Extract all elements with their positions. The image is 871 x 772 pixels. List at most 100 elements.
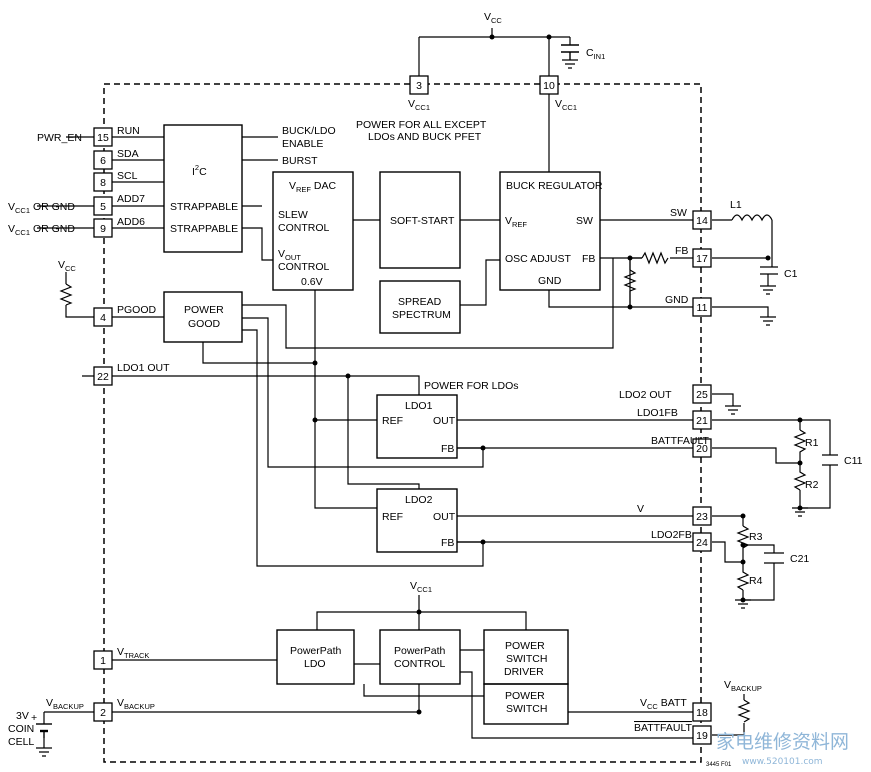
pin-19-number: 19 (696, 730, 708, 742)
buck-gnd: GND (538, 275, 562, 287)
pin-22-number: 22 (97, 371, 109, 383)
buck-title: BUCK REGULATOR (506, 180, 603, 192)
i2c-block (163, 124, 243, 253)
pwr-en-label: PWR_EN (37, 132, 82, 144)
vcc-batt-label: VCC BATT (640, 697, 687, 711)
buck-fb: FB (582, 253, 595, 265)
pin-6-number: 6 (100, 155, 106, 167)
pin-6-box (93, 150, 113, 170)
vout-control-label: CONTROL (278, 261, 329, 273)
vtrack-label: VTRACK (117, 646, 149, 660)
c1-label: C1 (784, 268, 798, 280)
run-label: RUN (117, 125, 140, 137)
psd-2: SWITCH (506, 653, 547, 665)
inductor-l1 (731, 214, 773, 222)
pin-20-number: 20 (696, 443, 708, 455)
pin-11-number: 11 (697, 302, 708, 314)
power-good-block (163, 291, 243, 343)
ps-2: SWITCH (506, 703, 547, 715)
r3-label: R3 (749, 531, 763, 543)
pin-22-box (93, 366, 113, 386)
slew-label: SLEW (278, 209, 308, 221)
pin-21-number: 21 (696, 415, 708, 427)
ldo1-out-pin-label: LDO1FB (637, 407, 678, 419)
resistor-r4 (736, 562, 750, 591)
capacitor-cin1 (561, 44, 579, 60)
pgood-label: PGOOD (117, 304, 157, 316)
pin-10-box (539, 75, 559, 95)
strappable-2: STRAPPABLE (170, 223, 238, 235)
vcc1-or-gnd-9: VCC1 OR GND (8, 223, 75, 237)
ldo1-fb: FB (441, 443, 454, 455)
buck-sw: SW (576, 215, 593, 227)
ldo2fb-pin-label: LDO2FB (651, 529, 692, 541)
battfault-label: BATTFAULT (634, 722, 693, 734)
pin-8-box (93, 172, 113, 192)
resistor-r3 (736, 525, 750, 562)
l1-label: L1 (730, 199, 742, 211)
vcc1-pin3-label: VCC1 (408, 98, 430, 112)
figure-id: 3445 F01 (706, 762, 732, 768)
resistor-r2 (793, 463, 807, 491)
watermark-text: 家电维修资料网 (716, 731, 849, 753)
ldo2-out: OUT (433, 511, 456, 523)
ldo2-out-pin-label: V (637, 503, 644, 515)
vcc1-powerpath: VCC1 (410, 580, 432, 594)
resistor-fb (641, 251, 669, 265)
add7-label: ADD7 (117, 193, 145, 205)
coin-coin: COIN (8, 723, 34, 735)
power-note-line1: POWER FOR ALL EXCEPT (356, 119, 487, 131)
ldo1-title: LDO1 (405, 400, 433, 412)
pin-20-box (692, 438, 712, 458)
power-good-2: GOOD (188, 318, 221, 330)
ldo2-title: LDO2 (405, 494, 433, 506)
pin-23-box (692, 506, 712, 526)
pin-9-box (93, 218, 113, 238)
spectrum-label: SPECTRUM (392, 309, 451, 321)
buck-regulator-block (499, 171, 601, 291)
pin-15-number: 15 (97, 132, 109, 144)
pin-17-box (692, 248, 712, 268)
ldo1-ref: REF (382, 415, 403, 427)
soft-start-label: SOFT-START (390, 215, 455, 227)
spread-label: SPREAD (398, 296, 442, 308)
scl-label: SCL (117, 170, 138, 182)
pin-2-number: 2 (100, 707, 106, 719)
ldo1-block (376, 394, 458, 459)
ldo1fb-pin-label: BATTFAULT (651, 435, 710, 447)
fb-pin-label: FB (675, 245, 688, 257)
ldo1-out: OUT (433, 415, 456, 427)
pin-3-box (409, 75, 429, 95)
ps-1: POWER (505, 690, 545, 702)
resistors (59, 251, 807, 723)
pin-24-number: 24 (696, 537, 708, 549)
vout-label: VOUT (278, 248, 301, 262)
pin-25-number: 25 (696, 389, 708, 401)
pin-14-box (692, 210, 712, 230)
pin-25-box (692, 384, 712, 404)
burst-label: BURST (282, 155, 318, 167)
buck-ldo-label: BUCK/LDO (282, 125, 336, 137)
gnd-pin-label: GND (665, 294, 689, 306)
pin-18-box (692, 702, 712, 722)
vref-dac-block (272, 171, 354, 291)
spread-spectrum-block (379, 280, 461, 334)
sw-pin-label: SW (670, 207, 687, 219)
pin-5-box (93, 196, 113, 216)
pp-ctrl-2: CONTROL (394, 658, 445, 670)
psd-1: POWER (505, 640, 545, 652)
vref-dac-title: VREF DAC (289, 180, 337, 194)
resistor-pgood-pullup (59, 283, 73, 306)
power-good-1: POWER (184, 304, 224, 316)
i2c-title: I2C (192, 163, 207, 178)
pin-8-number: 8 (100, 177, 106, 189)
power-switch-block (483, 683, 569, 725)
resistor-vbackup-pullup (737, 699, 751, 723)
vbackup-label: VBACKUP (117, 697, 155, 711)
pin-14-number: 14 (696, 215, 708, 227)
pin-19-box (692, 725, 712, 745)
coin-3v: 3V (16, 710, 29, 722)
powerpath-ldo-block (276, 629, 355, 685)
